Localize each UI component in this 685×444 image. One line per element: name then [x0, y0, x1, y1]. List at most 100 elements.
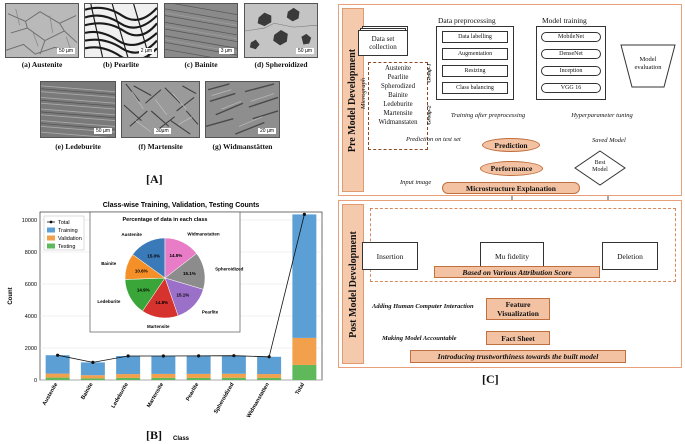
- scale-bar-widmanstatten: 20 µm: [258, 128, 276, 134]
- trust-banner: Introducing trustworthiness towards the …: [410, 350, 626, 363]
- x-tick-label: Widmanstatten: [246, 381, 271, 419]
- model-evaluation-shape: [620, 44, 676, 88]
- prediction-node: Prediction: [482, 138, 540, 152]
- total-point: [56, 353, 60, 357]
- pie-class-label: Widmanstatten: [187, 231, 219, 236]
- bar-testing: [221, 377, 246, 380]
- pie-class-label: Austenite: [121, 232, 142, 237]
- post-model-label: Post Model Development: [342, 204, 364, 364]
- preprocessing-title: Data preprocessing: [438, 16, 496, 25]
- class-item: Widmanstaten: [378, 119, 418, 126]
- total-line: [57, 214, 305, 363]
- total-point: [302, 212, 306, 216]
- input-image-label: Input image: [400, 179, 432, 186]
- pie-class-label: Pearlite: [202, 309, 219, 314]
- model-inception: Inception: [541, 66, 601, 76]
- bar-training: [45, 355, 70, 374]
- mu-fidelity-box: Mu fidelity: [480, 242, 544, 270]
- pie-percent-label: 15.0%: [147, 253, 160, 258]
- micrograph-spheroidized: 50 µm: [244, 3, 318, 58]
- hci-label: Adding Human Computer Interaction: [372, 303, 474, 310]
- panel-b-chart: Class-wise Training, Validation, Testing…: [0, 198, 330, 444]
- post-model-label-text: Post Model Development: [347, 230, 359, 338]
- caption-pearlite: (b) Pearlite: [102, 60, 140, 69]
- pie-percent-label: 14.9%: [137, 288, 150, 293]
- panel-b-tag: [B]: [146, 428, 162, 442]
- class-list: [368, 62, 428, 150]
- panel-a-micrographs: 50 µm (a) Austenite 2 µm (b) Pearlite 3 …: [0, 0, 318, 190]
- saved-model-label: Saved Model: [592, 137, 626, 144]
- y-tick-label: 6000: [25, 282, 37, 288]
- bar-testing: [45, 377, 70, 380]
- training-title: Model training: [542, 16, 587, 25]
- x-tick-label: Austenite: [42, 382, 60, 407]
- x-tick-label: Spheroidized: [213, 382, 235, 415]
- total-point: [91, 360, 95, 364]
- x-tick-label: Pearlite: [185, 382, 200, 402]
- caption-austenite: (a) Austenite: [21, 60, 63, 69]
- scale-bar-spheroidized: 50 µm: [296, 48, 314, 54]
- total-point: [161, 354, 165, 358]
- model-evaluation-label: Model evaluation: [634, 56, 662, 71]
- microstructure-explanation: Microstructure Explanation: [442, 182, 580, 194]
- bar-training: [257, 356, 282, 375]
- bar-training: [221, 355, 246, 374]
- pie-percent-label: 14.8%: [155, 300, 168, 305]
- x-axis-label: Class: [173, 436, 190, 442]
- pie-title: Percentage of data in each class: [123, 217, 208, 223]
- bar-validation: [257, 374, 282, 378]
- bar-testing: [186, 377, 211, 380]
- bar-testing: [151, 377, 176, 380]
- scale-bar-bainite: 3 µm: [218, 48, 234, 54]
- bar-validation: [221, 373, 246, 378]
- y-axis-label: Count: [8, 287, 14, 304]
- legend-label: Testing: [58, 244, 75, 250]
- y-tick-label: 10000: [22, 218, 37, 224]
- model-mobilenet: MobileNet: [541, 32, 601, 42]
- panel-c-workflow: Pre Model Development Data set collectio…: [330, 0, 685, 444]
- legend-label: Total: [58, 220, 70, 226]
- y-tick-label: 2000: [25, 346, 37, 352]
- x-tick-label: Total: [295, 382, 307, 396]
- scale-bar-austenite: 50 µm: [57, 48, 75, 54]
- class-item: Spherodized: [381, 83, 415, 90]
- micrograph-pearlite: 2 µm: [84, 3, 158, 58]
- bar-training: [292, 214, 317, 338]
- best-model-diamond: [574, 150, 626, 186]
- total-point: [197, 354, 201, 358]
- caption-bainite: (c) Bainite: [184, 60, 218, 69]
- pie-percent-label: 15.1%: [183, 271, 196, 276]
- training-after-label: Training after preprocessing: [450, 112, 526, 119]
- preprocess-step: Class balancing: [442, 82, 508, 94]
- attribution-banner: Based on Various Attribution Score: [434, 266, 600, 278]
- x-tick-label: Martensite: [146, 382, 165, 409]
- total-point: [126, 354, 130, 358]
- pie-class-label: Bainite: [101, 261, 117, 266]
- class-item: Pearlite: [387, 74, 409, 81]
- micrograph-austenite: 50 µm: [5, 3, 79, 58]
- legend-marker-total: [49, 220, 53, 224]
- group-1-label: Group-1: [426, 63, 433, 83]
- class-items: Austenite Pearlite Spherodized Bainite L…: [370, 64, 426, 127]
- y-tick-label: 4000: [25, 314, 37, 320]
- micrograph-bainite: 3 µm: [164, 3, 238, 58]
- accountable-label: Making Model Accountable: [382, 335, 457, 342]
- legend-swatch-training: [47, 227, 55, 233]
- feature-visualization: Feature Visualization: [486, 298, 550, 320]
- bar-testing: [257, 377, 282, 380]
- insertion-box: Insertion: [362, 242, 418, 270]
- y-tick-label: 0: [34, 378, 37, 384]
- bar-validation: [45, 373, 70, 378]
- bar-validation: [292, 337, 317, 365]
- micrograph-ledeburite: 50 µm: [40, 81, 116, 138]
- pie-percent-label: 10.6%: [135, 268, 148, 273]
- pie-percent-label: 14.5%: [170, 253, 183, 258]
- fact-sheet: Fact Sheet: [486, 331, 550, 345]
- x-tick-label: Bainite: [80, 382, 94, 401]
- bar-training: [186, 355, 211, 374]
- class-item: Austenite: [384, 65, 412, 72]
- total-point: [232, 354, 236, 358]
- bar-training: [151, 356, 176, 374]
- legend-swatch-testing: [47, 243, 55, 249]
- caption-spheroidized: (d) Spheroidized: [254, 60, 308, 69]
